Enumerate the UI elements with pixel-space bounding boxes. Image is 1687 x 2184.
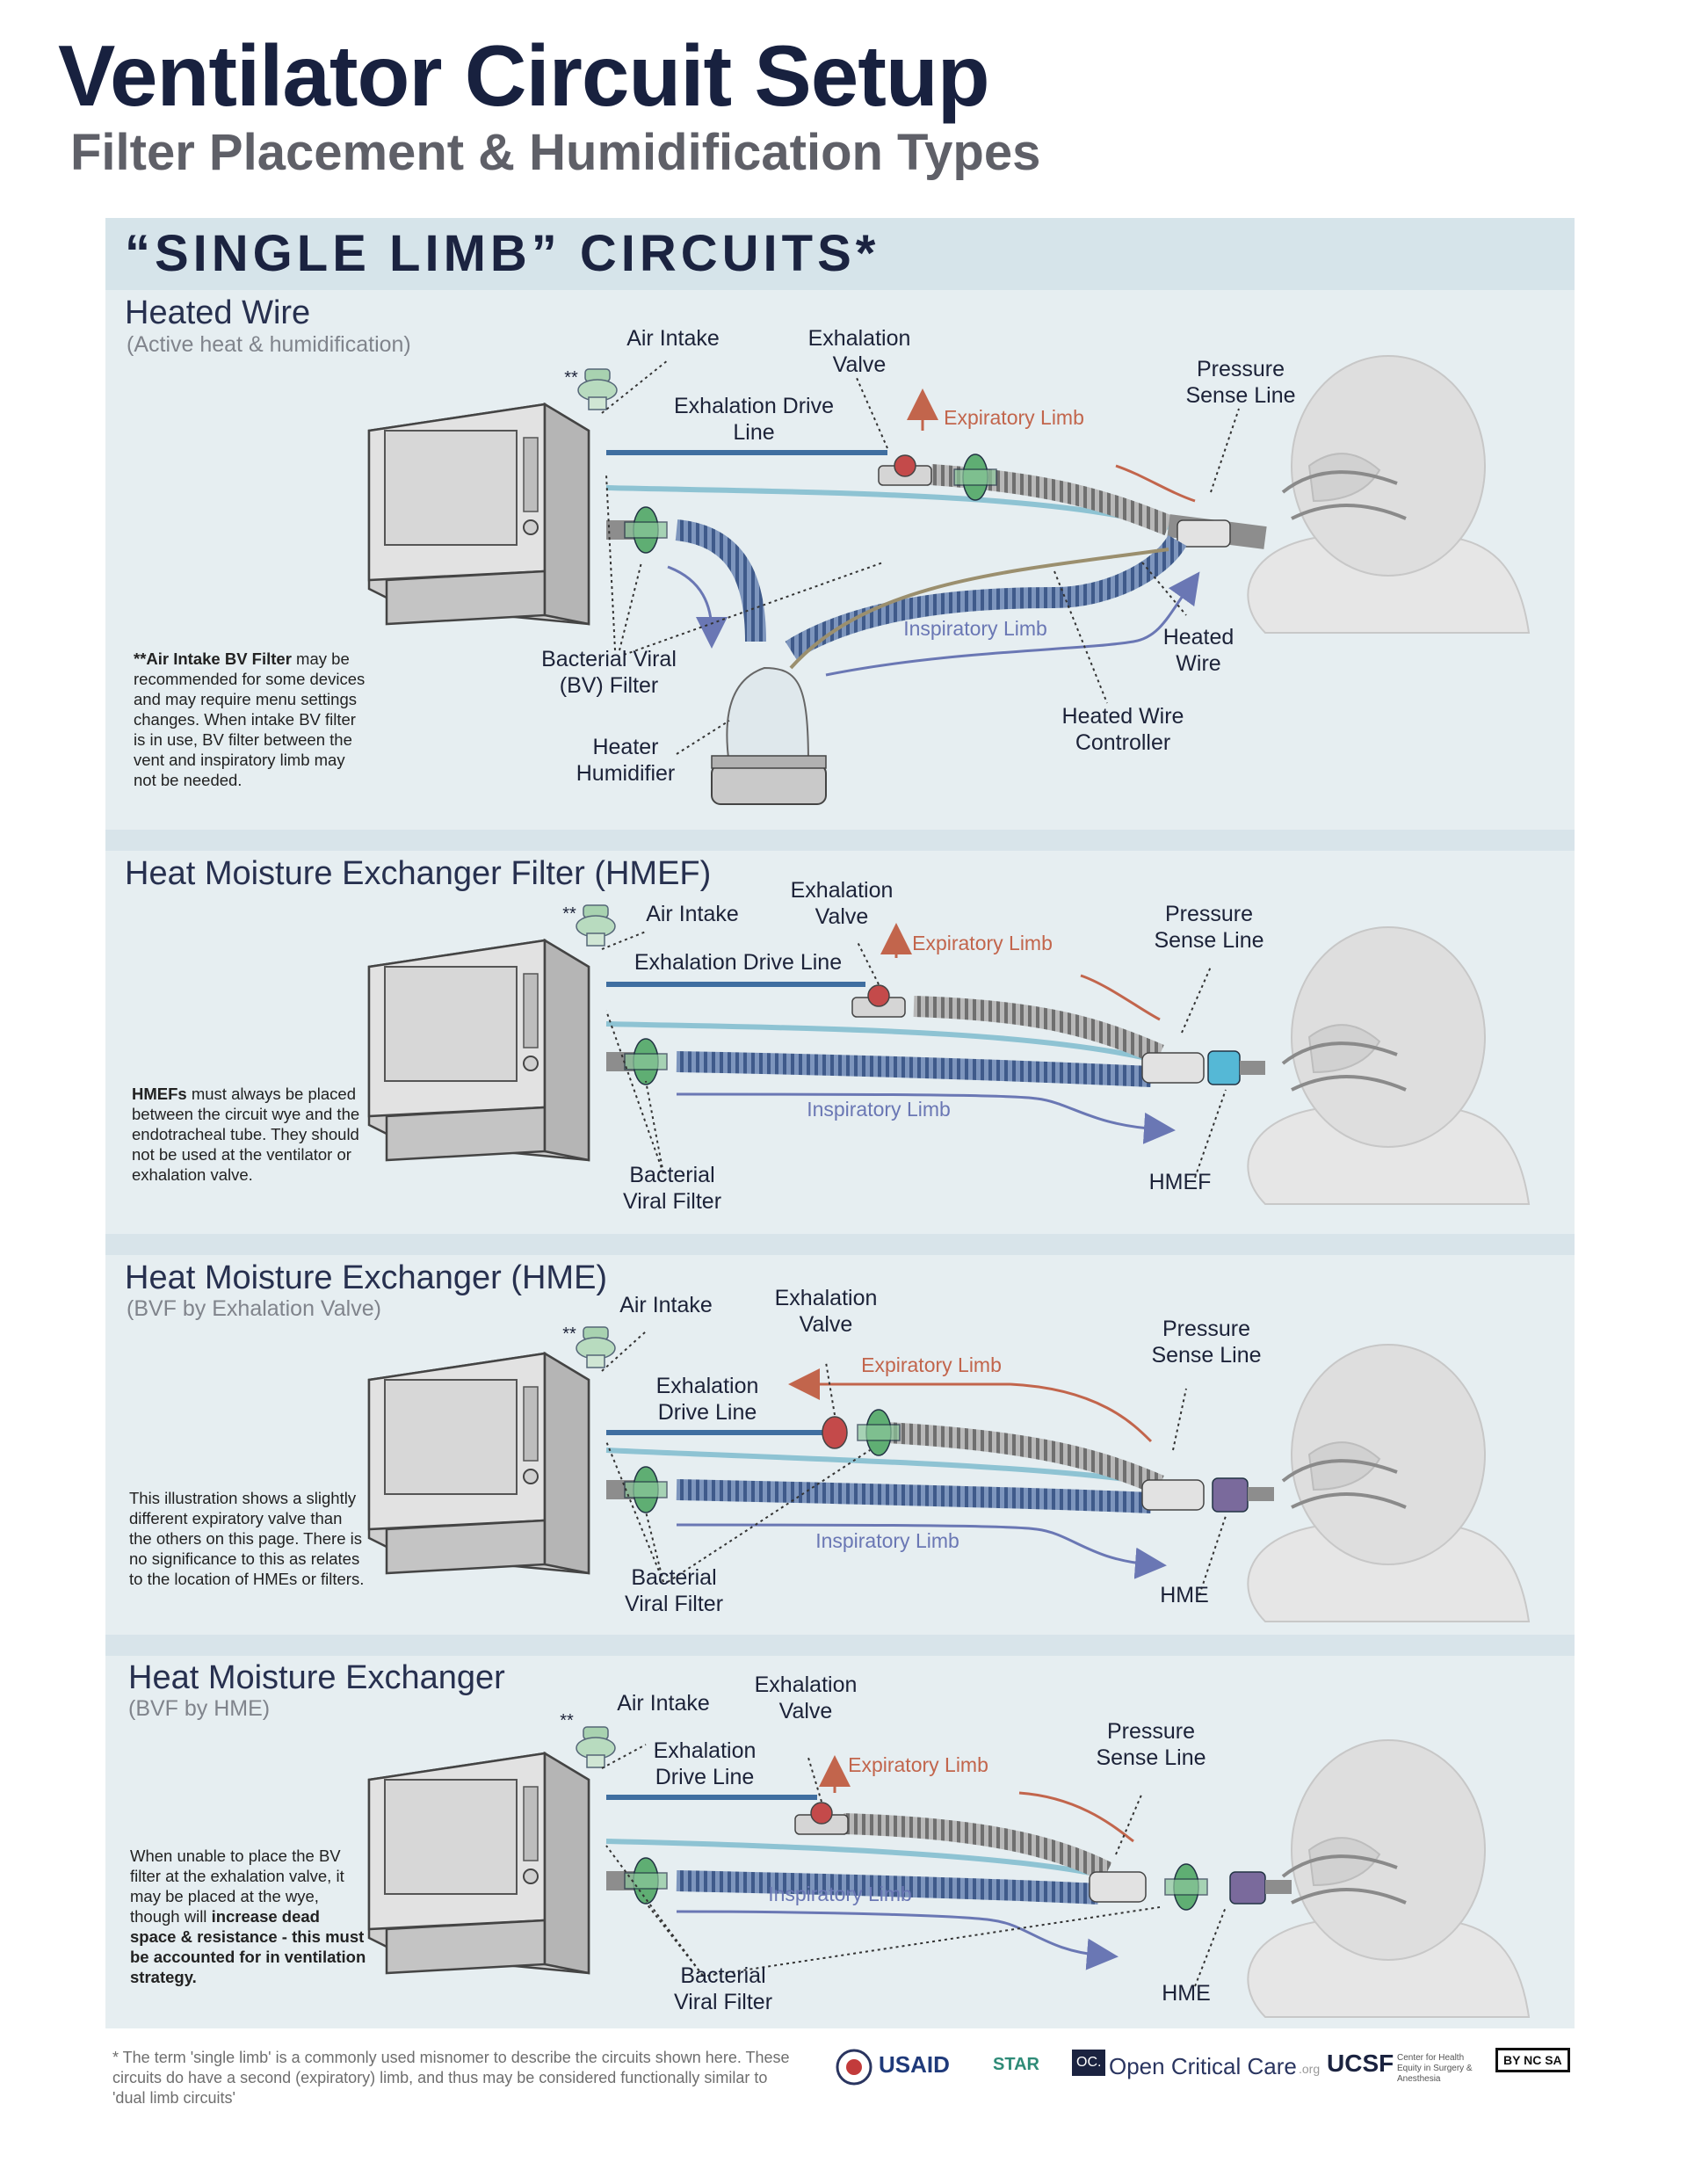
panel-subtitle-hme-bvf-valve: (BVF by Exhalation Valve) [127,1296,381,1321]
note-bold: HMEFs [132,1085,187,1103]
label-exhalation-valve: Exhalation Valve [807,326,911,377]
label-exhalation-valve: Exhalation Valve [754,1672,858,1723]
section-banner-title: “SINGLE LIMB” CIRCUITS* [125,225,880,282]
panel-divider [105,1635,1575,1656]
panel-title-heated-wire: Heated Wire [125,294,311,331]
note-text: This illustration shows a slightly diffe… [129,1489,365,1588]
label-expiratory-limb: Expiratory Limb [861,1353,1002,1376]
label-exhalation-drive-line: Exhalation Drive Line [655,1374,759,1425]
label-hme: HME [1160,1583,1209,1607]
label-exhalation-valve: Exhalation Valve [774,1286,878,1337]
label-bv-filter: Bacterial Viral (BV) Filter [541,647,677,698]
star-logo: STAR [993,2055,1039,2074]
label-pressure-sense-line: Pressure Sense Line [1154,902,1264,953]
label-bv-filter: Bacterial Viral Filter [673,1963,773,2014]
panel-title-hme-bvf-hme: Heat Moisture Exchanger [128,1659,505,1696]
label-inspiratory-limb: Inspiratory Limb [815,1529,959,1552]
partner-logos: USAID STAR OC. Open Critical Care .org U… [835,2039,1575,2101]
ucsf-logo: UCSF [1327,2050,1394,2077]
occ-badge: OC. [1072,2050,1106,2076]
panel-subtitle-heated-wire: (Active heat & humidification) [127,332,411,357]
label-hme: HME [1162,1981,1211,2006]
note-bold: **Air Intake BV Filter [134,649,292,668]
panel-title-hme-bvf-valve: Heat Moisture Exchanger (HME) [125,1259,608,1296]
label-air-intake: Air Intake [617,1691,710,1716]
double-star-mark: ** [562,1324,576,1344]
label-heated-wire-controller: Heated Wire Controller [1061,704,1184,755]
note-heated-wire: **Air Intake BV Filter may be recommende… [134,649,371,790]
panel-hme-bvf-hme-art [367,1726,1531,2019]
creative-commons-icon: BY NC SA [1495,2048,1570,2072]
ucsf-center-name: Center for Health Equity in Surgery & An… [1397,2053,1473,2084]
double-star-mark: ** [562,904,576,924]
page-title: Ventilator Circuit Setup [58,27,990,124]
note-hme-bvf-valve: This illustration shows a slightly diffe… [129,1488,366,1589]
panel-heated-wire-art [367,354,1531,805]
label-pressure-sense-line: Pressure Sense Line [1151,1317,1262,1368]
label-heater-humidifier: Heater Humidifier [576,735,676,786]
footnote: * The term 'single limb' is a commonly u… [112,2049,790,2107]
label-pressure-sense-line: Pressure Sense Line [1185,357,1296,408]
note-bold: increase dead space & resistance - this … [130,1907,366,1986]
label-hmef: HMEF [1148,1170,1212,1194]
label-bv-filter: Bacterial Viral Filter [624,1565,724,1616]
panel-hme-bvf-valve-art [367,1326,1531,1623]
double-star-mark: ** [564,368,578,388]
note-hme-bvf-hme: When unable to place the BV filter at th… [130,1846,367,1987]
note-text: may be recommended for some devices and … [134,649,366,789]
label-air-intake: Air Intake [626,326,720,351]
double-star-mark: ** [560,1711,574,1731]
usaid-logo: USAID [879,2051,950,2078]
panel-subtitle-hme-bvf-hme: (BVF by HME) [128,1696,271,1721]
label-expiratory-limb: Expiratory Limb [848,1753,988,1776]
label-expiratory-limb: Expiratory Limb [912,932,1053,954]
label-heated-wire: Heated Wire [1162,625,1234,676]
label-inspiratory-limb: Inspiratory Limb [807,1098,951,1121]
section-banner [105,218,1575,290]
panel-divider [105,1234,1575,1255]
label-pressure-sense-line: Pressure Sense Line [1096,1719,1206,1770]
label-inspiratory-limb: Inspiratory Limb [903,617,1047,640]
label-air-intake: Air Intake [619,1293,713,1317]
note-text: must always be placed between the circui… [132,1085,360,1184]
open-critical-care-logo: Open Critical Care [1109,2053,1297,2079]
panel-hmef-art [367,904,1531,1206]
note-hmef: HMEFs must always be placed between the … [132,1084,369,1185]
note-text: When unable to place the BV filter at th… [130,1847,344,1926]
label-exhalation-drive-line: Exhalation Drive Line [653,1738,757,1789]
panel-title-hmef: Heat Moisture Exchanger Filter (HMEF) [125,855,712,892]
label-inspiratory-limb: Inspiratory Limb [768,1883,912,1905]
label-exhalation-valve: Exhalation Valve [790,878,894,929]
open-critical-care-logo-suffix: .org [1299,2062,1321,2076]
label-exhalation-drive-line: Exhalation Drive Line [634,950,843,975]
label-bv-filter: Bacterial Viral Filter [622,1163,722,1214]
label-exhalation-drive-line: Exhalation Drive Line [673,394,835,445]
label-air-intake: Air Intake [646,902,739,926]
panel-divider [105,830,1575,851]
label-expiratory-limb: Expiratory Limb [944,406,1084,429]
page-subtitle: Filter Placement & Humidification Types [70,124,1041,181]
usaid-seal-icon [836,2049,872,2086]
